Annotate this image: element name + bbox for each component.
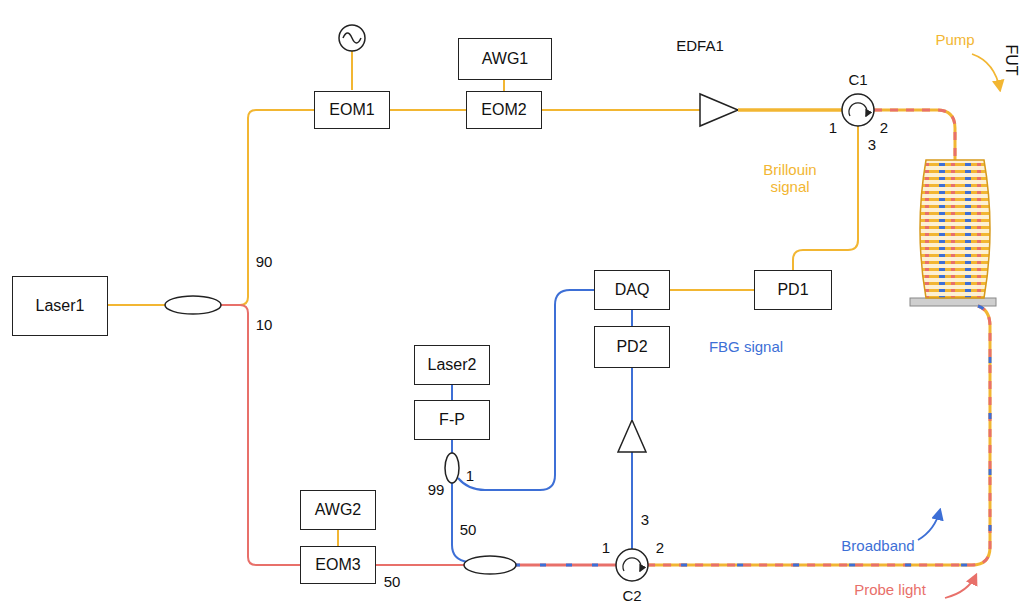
device-box: F-P (414, 400, 490, 440)
annotation-label: EDFA1 (676, 37, 724, 54)
coupler-symbol (464, 556, 516, 574)
fiber-connector (670, 289, 754, 291)
fiber (631, 452, 633, 549)
device-box: PD2 (594, 326, 670, 368)
annotation-label: 3 (868, 136, 876, 153)
fiber-connector (451, 385, 453, 400)
device-name: PD1 (777, 281, 808, 299)
annotation-label: 90 (256, 253, 273, 270)
annotation-label: Pump (935, 31, 974, 48)
fiber-connector (631, 310, 633, 326)
annotation-label: Broadband (841, 537, 914, 554)
device-box: AWG2 (300, 490, 376, 530)
broadband-arrow (918, 510, 940, 540)
annotation-label: 1 (602, 539, 610, 556)
coil-base (910, 298, 996, 306)
fiber (738, 108, 842, 112)
annotation-label: 1 (466, 467, 474, 484)
fiber (648, 306, 990, 565)
device-name: DAQ (615, 281, 650, 299)
annotation-label: 2 (880, 119, 888, 136)
annotation-label: Probe light (854, 581, 926, 598)
coupler-symbol (445, 453, 459, 483)
fiber (514, 564, 616, 567)
annotation-label: C1 (848, 71, 867, 88)
amplifier-symbol (618, 420, 646, 452)
fiber (874, 110, 955, 160)
fiber (648, 306, 990, 565)
circulator-symbol (616, 549, 648, 581)
fiber (451, 440, 453, 453)
fiber (108, 304, 165, 306)
coupler-symbol (165, 296, 221, 314)
fiber-connector (390, 109, 466, 111)
device-name: EOM2 (481, 101, 526, 119)
circulator-arrow (623, 558, 641, 571)
annotation-label: 1 (829, 119, 837, 136)
circulator-arrow (849, 103, 867, 116)
annotation-label: 10 (256, 316, 273, 333)
fiber-connector (337, 530, 339, 546)
fiber (793, 126, 858, 270)
device-box: DAQ (594, 270, 670, 310)
fiber-coil (920, 160, 990, 298)
fiber-connector (503, 80, 505, 91)
fiber (542, 109, 700, 111)
annotation-label: 50 (460, 521, 477, 538)
pump-arrow (972, 54, 1000, 90)
annotation-label: C2 (622, 587, 641, 604)
device-name: F-P (439, 411, 465, 429)
fiber (514, 564, 616, 567)
fiber (631, 368, 633, 420)
device-box: EOM3 (300, 546, 376, 584)
device-box: Laser2 (414, 345, 490, 385)
device-box: EOM1 (314, 91, 390, 129)
device-name: AWG1 (482, 50, 529, 68)
annotation-label: 99 (428, 481, 445, 498)
fiber (376, 564, 466, 566)
annotation-label: 3 (641, 511, 649, 528)
fiber (874, 110, 955, 160)
device-name: Laser1 (36, 297, 85, 315)
device-name: EOM1 (329, 101, 374, 119)
fiber (458, 290, 594, 490)
fiber (648, 306, 990, 565)
device-name: PD2 (616, 338, 647, 356)
device-name: AWG2 (315, 501, 362, 519)
annotation-label: FUT (1002, 44, 1020, 75)
annotation-label: Brillouin signal (754, 161, 826, 196)
device-box: PD1 (754, 270, 832, 310)
device-name: EOM3 (315, 556, 360, 574)
device-name: Laser2 (428, 356, 477, 374)
annotation-label: 2 (656, 539, 664, 556)
probe-arrow (945, 575, 976, 598)
device-box: Laser1 (12, 276, 108, 336)
fiber (221, 305, 300, 565)
device-box: AWG1 (458, 38, 552, 80)
annotation-label: 50 (384, 573, 401, 590)
circulator-symbol (842, 94, 874, 126)
device-box: EOM2 (466, 91, 542, 129)
signal-generator-symbol (339, 25, 365, 51)
rf-wire (351, 51, 353, 90)
amplifier-symbol (700, 94, 738, 126)
fiber (221, 110, 314, 305)
sine-symbol (343, 33, 361, 43)
annotation-label: FBG signal (709, 338, 783, 355)
